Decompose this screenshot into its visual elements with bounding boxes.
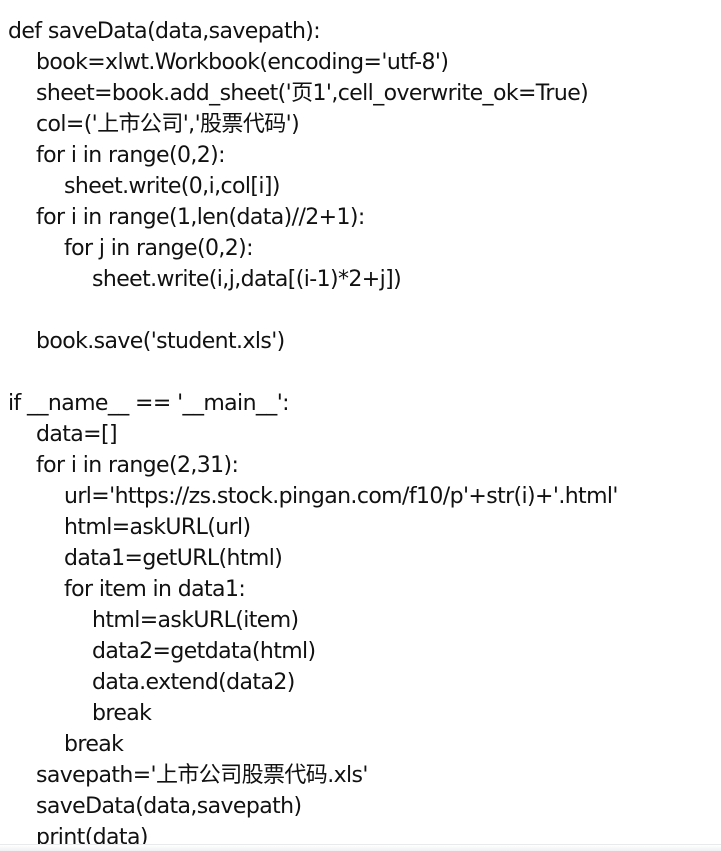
code-line: for i in range(0,2): [36, 143, 226, 168]
code-line: data2=getdata(html) [92, 639, 316, 664]
code-line [8, 357, 713, 388]
code-line: data1=getURL(html) [64, 546, 283, 571]
code-line: break [92, 701, 152, 726]
code-line: break [64, 732, 124, 757]
code-line: sheet=book.add_sheet('页1',cell_overwrite… [36, 81, 589, 106]
code-line: url='https://zs.stock.pingan.com/f10/p'+… [64, 484, 618, 509]
code-line: col=('上市公司','股票代码') [36, 112, 300, 137]
code-line: savepath='上市公司股票代码.xls' [36, 763, 368, 788]
code-line: data=[] [36, 422, 118, 447]
code-line [8, 295, 713, 326]
code-line: for item in data1: [64, 577, 246, 602]
code-line: html=askURL(url) [64, 515, 251, 540]
code-line: html=askURL(item) [92, 608, 299, 633]
code-line: data.extend(data2) [92, 670, 295, 695]
code-line: for i in range(2,31): [36, 453, 239, 478]
code-line: sheet.write(i,j,data[(i-1)*2+j]) [92, 267, 402, 292]
code-block: def saveData(data,savepath): book=xlwt.Wo… [8, 16, 713, 851]
code-line: for i in range(1,len(data)//2+1): [36, 205, 365, 230]
code-line: book.save('student.xls') [36, 329, 285, 354]
code-line: def saveData(data,savepath): [8, 19, 321, 44]
code-line: book=xlwt.Workbook(encoding='utf-8') [36, 50, 449, 75]
bottom-edge-divider [0, 844, 721, 851]
code-line: if __name__ == '__main__': [8, 391, 290, 416]
code-line: for j in range(0,2): [64, 236, 254, 261]
code-line: saveData(data,savepath) [36, 794, 302, 819]
code-line: sheet.write(0,i,col[i]) [64, 174, 280, 199]
